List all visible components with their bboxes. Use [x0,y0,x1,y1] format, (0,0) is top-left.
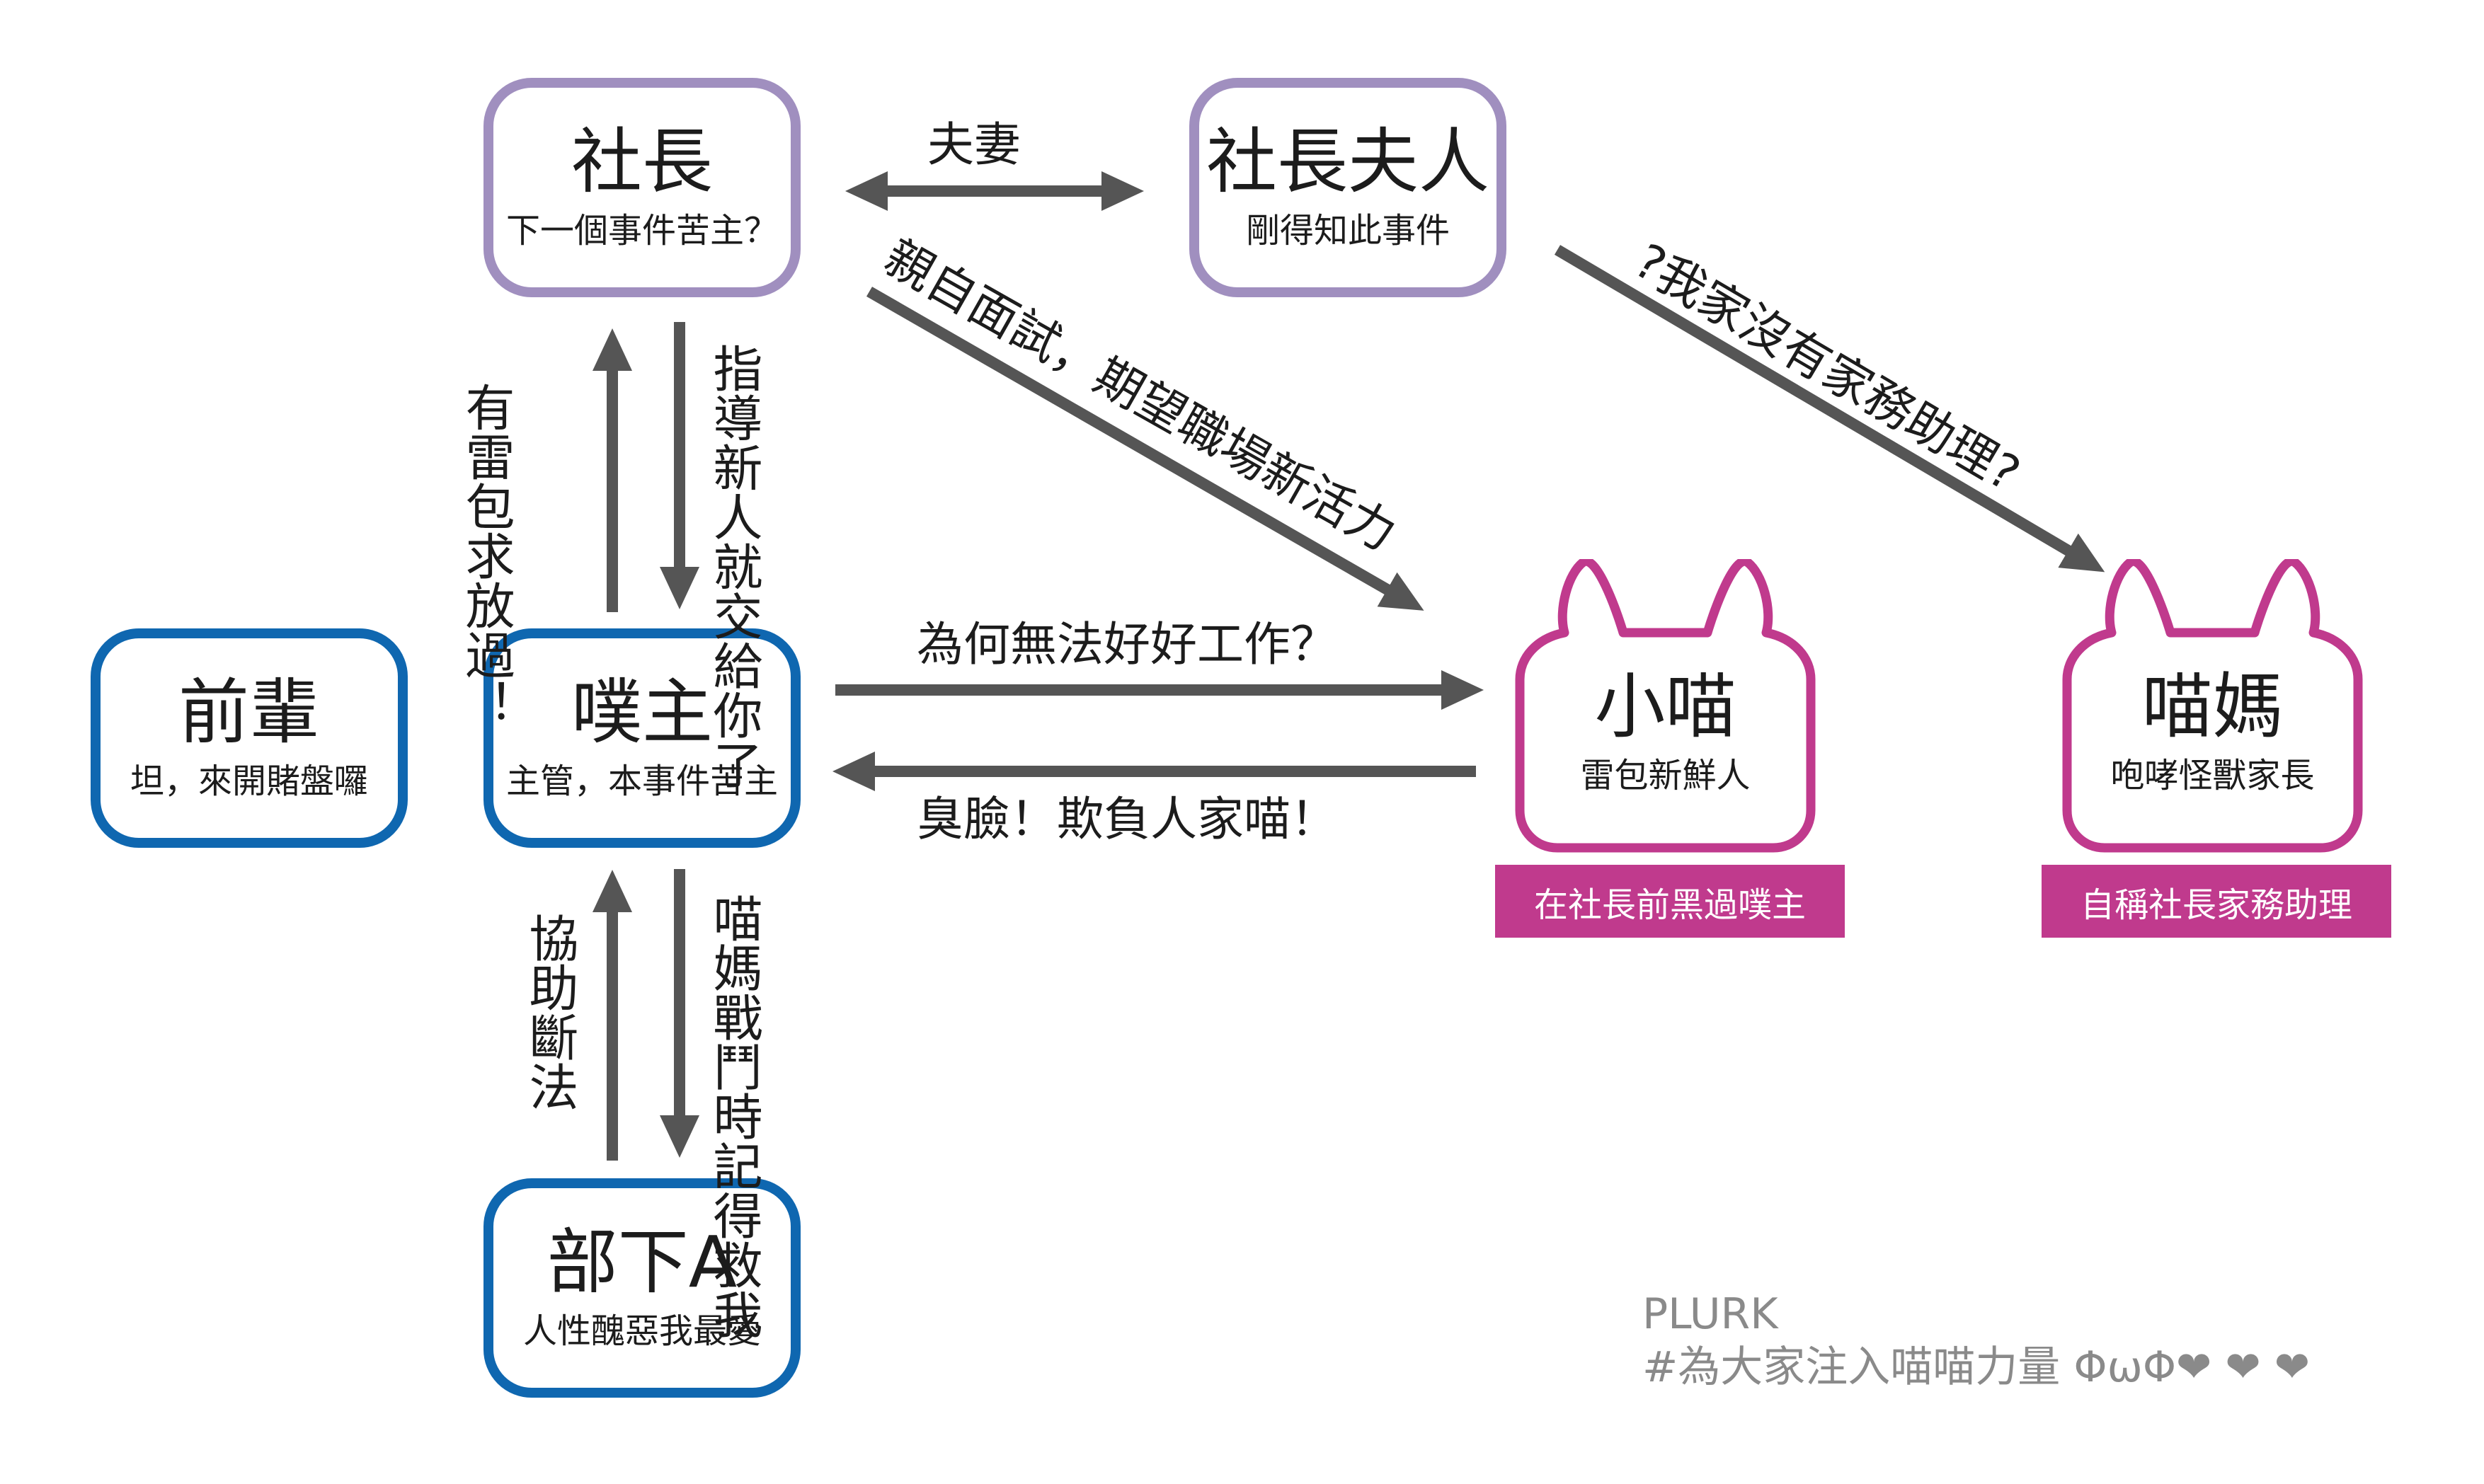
node-boss: 噗主 主管，本事件苦主 [483,628,801,848]
node-senior: 前輩 坦，來開賭盤囉 [91,628,408,848]
arrow-wife-to-catmom [1554,245,2105,573]
label-please-spare: 有雷包求放過！ [457,382,515,729]
wife-desc: 剛得知此事件 [1245,211,1450,251]
boss-name: 噗主 [571,671,713,754]
footer-hashtag: #為大家注入喵喵力量 ΦωΦ❤ ❤ ❤ [1642,1342,2311,1392]
label-assist: 協助斷法 [521,913,579,1111]
president-desc: 下一個事件苦主？ [505,211,778,251]
president-name: 社長 [571,120,713,204]
node-wife: 社長夫人 剛得知此事件 [1189,78,1506,297]
cat-ears-icon [2062,559,2363,853]
kitten-labels: 小喵 雷包新鮮人 [1504,644,1826,821]
catmom-labels: 喵媽 咆哮怪獸家長 [2051,644,2374,821]
senior-desc: 坦，來開賭盤囉 [130,761,368,802]
node-subordinate: 部下A 人性醜惡我最愛 [483,1178,801,1398]
kitten-name: 小喵 [1594,665,1736,749]
label-save-me: 喵媽戰鬥時記得救我 [705,893,763,1339]
catmom-desc: 咆哮怪獸家長 [2110,756,2315,796]
catmom-name: 喵媽 [2141,665,2284,749]
label-stinky-face: 臭臉！欺負人家喵！ [917,792,1337,846]
node-catmom: 喵媽 咆哮怪獸家長 [2051,559,2374,856]
senior-name: 前輩 [178,671,320,754]
label-couple: 夫妻 [927,117,1021,172]
cat-ears-icon [1515,559,1816,853]
boss-desc: 主管，本事件苦主 [505,761,778,802]
wife-name: 社長夫人 [1206,120,1489,204]
catmom-tag: 自稱社長家務助理 [2042,865,2391,938]
arrow-president-to-kitten [866,287,1424,611]
kitten-tag: 在社長前黑過噗主 [1495,865,1845,938]
label-why-not-work: 為何無法好好工作？ [917,617,1337,672]
node-kitten: 小喵 雷包新鮮人 [1504,559,1826,856]
subordinate-name: 部下A [546,1221,738,1304]
node-president: 社長 下一個事件苦主？ [483,78,801,297]
subordinate-desc: 人性醜惡我最愛 [522,1311,761,1352]
label-guide-newbie: 指導新人就交給你了 [705,343,763,789]
kitten-desc: 雷包新鮮人 [1580,756,1751,796]
footer: PLURK #為大家注入喵喵力量 ΦωΦ❤ ❤ ❤ [1642,1288,2310,1394]
footer-brand: PLURK [1642,1289,1778,1339]
